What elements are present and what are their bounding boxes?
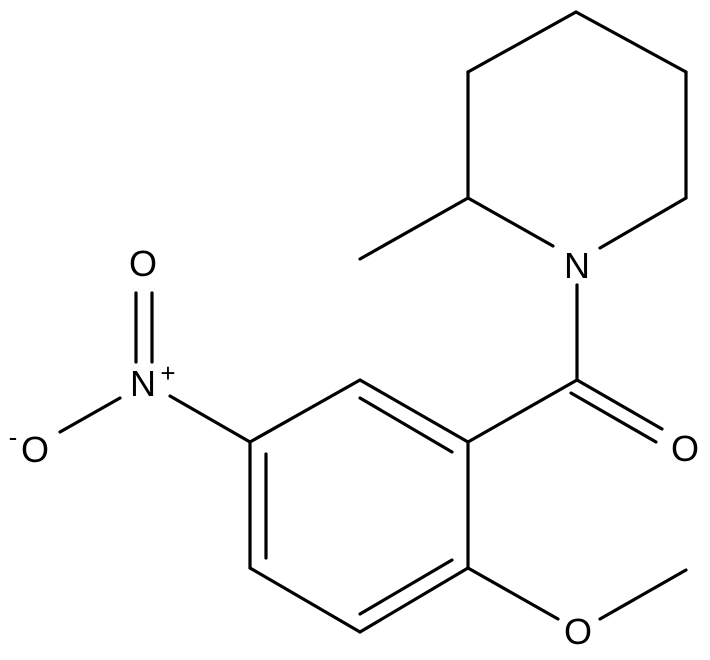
bond-o-methyl	[598, 568, 688, 621]
charge-minus-nitro-o: -	[9, 422, 18, 452]
benzene-ring	[248, 378, 470, 634]
bond-ring-o-methoxy	[466, 566, 560, 621]
bond-nitro-n-o-single	[58, 396, 122, 434]
bond-n-c2	[466, 196, 555, 248]
bond-carbonyl-double-2	[569, 391, 658, 444]
bond-c2-methyl	[358, 196, 470, 261]
amide-linkage	[466, 283, 664, 444]
bond-ring-c1-c2-inner	[358, 396, 454, 454]
charge-plus-nitro-n: +	[160, 358, 175, 388]
bond-ring-c4-c5	[248, 566, 362, 634]
atom-label-n-ring: N	[564, 245, 590, 286]
methoxy-group	[466, 566, 688, 621]
bond-carbonyl-double-1	[575, 378, 664, 431]
bond-carbonyl-c-ring	[466, 378, 579, 444]
bond-ring-c2-c3	[248, 378, 362, 444]
bond-c6-n	[598, 196, 688, 250]
bond-c4-c5	[574, 10, 688, 74]
atom-label-o-carbonyl: O	[671, 428, 699, 469]
bond-ring-c1-c2	[358, 378, 470, 444]
atom-label-o-nitro-double: O	[129, 243, 157, 284]
atom-label-o-methoxy: O	[564, 611, 592, 652]
bond-ring-c5-c6-inner	[358, 558, 454, 616]
bond-ring-c5-c6	[358, 566, 470, 634]
piperidine-ring	[358, 10, 688, 261]
bond-c3-c4	[466, 10, 578, 74]
bond-ring-nitro-n	[168, 394, 252, 444]
atom-label-o-nitro-single: O	[21, 429, 49, 470]
atom-label-n-nitro: N	[130, 363, 156, 404]
nitro-group	[58, 291, 252, 444]
